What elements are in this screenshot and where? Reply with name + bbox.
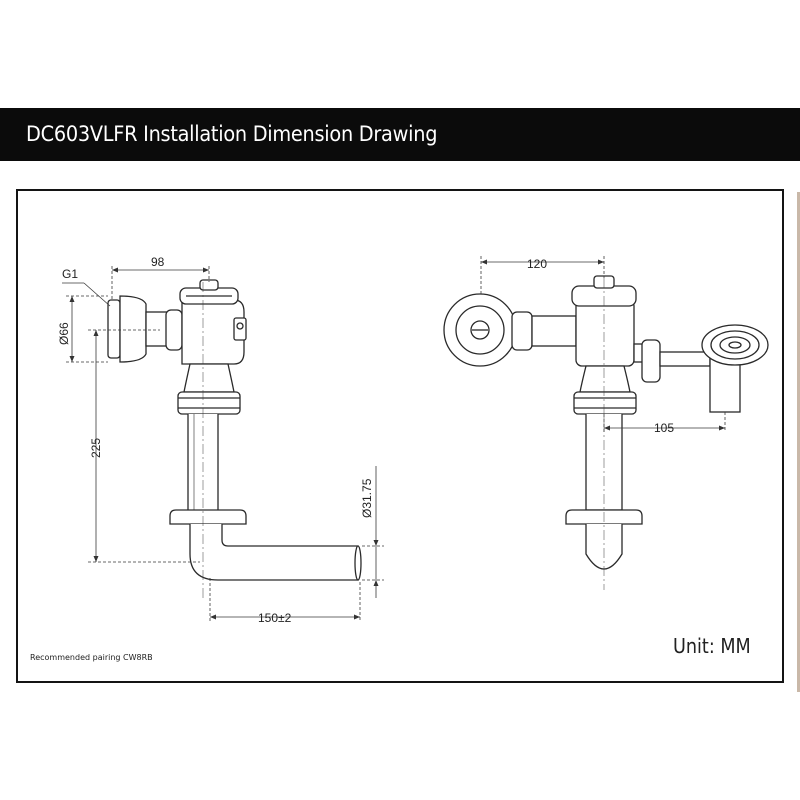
unit-label: Unit: MM [673,634,751,658]
drawing-frame [16,189,784,683]
right-dimension-lines [480,256,726,590]
label-width-120: 120 [527,257,547,271]
label-width-98: 98 [151,255,165,269]
label-pipe-diameter: Ø31.75 [360,478,374,518]
page-title: DC603VLFR Installation Dimension Drawing [26,122,438,146]
left-dimension-lines [62,266,384,622]
label-offset-105: 105 [654,421,674,435]
dimension-labels: G1 98 Ø66 225 Ø31.75 150±2 120 105 [57,255,674,625]
title-bar [0,108,800,161]
pairing-note: Recommended pairing CW8RB [30,653,153,662]
flush-valve-front-view [443,275,769,570]
flush-valve-side-view [107,279,362,581]
label-thread-size: G1 [62,267,78,281]
dimension-arrowheads [69,259,725,620]
label-flange-diameter: Ø66 [57,322,71,345]
label-pipe-length: 150±2 [258,611,292,625]
edge-strip [797,192,800,692]
label-height-225: 225 [89,438,103,458]
